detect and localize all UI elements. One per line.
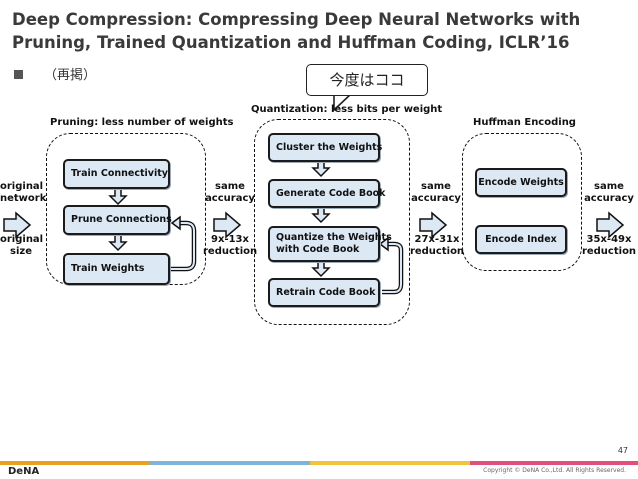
input-size-label: original size — [0, 234, 44, 257]
huffman-panel — [462, 133, 582, 271]
callout-bubble: 今度はココ — [306, 64, 428, 96]
huffman-accuracy-label: same accuracy — [584, 181, 634, 204]
slide-title: Deep Compression: Compressing Deep Neura… — [12, 8, 622, 54]
generate-code-book-box: Generate Code Book — [268, 179, 386, 208]
slide-title-line-1: Deep Compression: Compressing Deep Neura… — [12, 10, 581, 29]
copyright-text: Copyright © DeNA Co.,Ltd. All Rights Res… — [483, 467, 626, 474]
slide-title-line-2: Pruning, Trained Quantization and Huffma… — [12, 33, 570, 52]
encode-weights-box: Encode Weights — [475, 168, 567, 197]
pruning-reduction-label: 9x-13x reduction — [203, 234, 258, 257]
footer-segment-yellow — [310, 461, 470, 465]
dena-logo: DeNA — [8, 466, 40, 477]
quant-down-arrow-2 — [311, 207, 331, 224]
retrain-code-book-box: Retrain Code Book — [268, 278, 380, 307]
quantization-accuracy-label: same accuracy — [411, 181, 461, 204]
footer-segment-orange — [0, 461, 150, 465]
quantize-weights-box: Quantize the Weights with Code Book — [268, 226, 392, 262]
encode-index-box: Encode Index — [475, 225, 567, 254]
input-network-label: original network — [0, 181, 47, 204]
cluster-weights-box: Cluster the Weights — [268, 133, 382, 162]
huffman-output-arrow — [596, 211, 625, 239]
train-weights-box: Train Weights — [63, 253, 170, 285]
input-arrow — [3, 211, 32, 239]
quantization-reduction-label: 27x-31x reduction — [409, 234, 465, 257]
huffman-title: Huffman Encoding — [473, 117, 576, 128]
footer-color-bar — [0, 461, 638, 465]
page-number: 47 — [617, 446, 628, 455]
train-connectivity-box: Train Connectivity — [63, 159, 170, 189]
pruning-title: Pruning: less number of weights — [50, 117, 234, 128]
footer-segment-blue — [150, 461, 310, 465]
quant-down-arrow-1 — [311, 161, 331, 178]
quantization-panel — [254, 119, 410, 325]
bullet-square-icon — [14, 70, 23, 79]
pruning-to-quantization-arrow — [213, 211, 242, 239]
prune-down-arrow-2 — [108, 234, 128, 252]
huffman-reduction-label: 35x-49x reduction — [581, 234, 637, 257]
prune-down-arrow-1 — [108, 188, 128, 206]
pruning-accuracy-label: same accuracy — [205, 181, 255, 204]
quantization-to-huffman-arrow — [419, 211, 448, 239]
footer-segment-pink — [470, 461, 638, 465]
prune-connections-box: Prune Connections — [63, 205, 172, 235]
bullet-text: （再掲） — [44, 68, 97, 83]
quant-down-arrow-3 — [311, 261, 331, 278]
quantization-title: Quantization: less bits per weight — [251, 104, 443, 115]
